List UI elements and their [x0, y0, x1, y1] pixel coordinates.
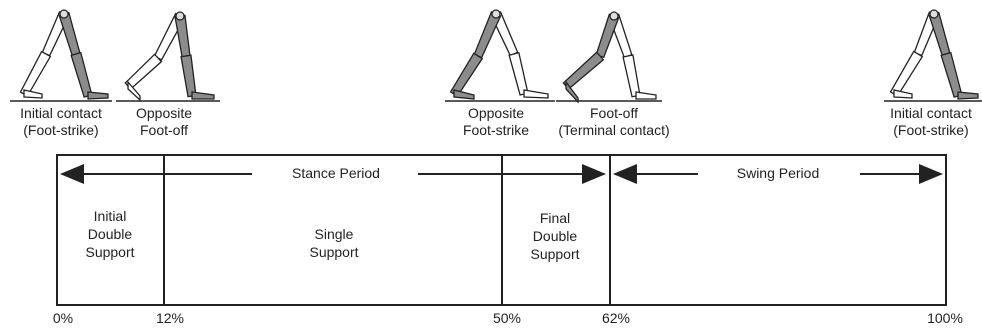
phase-initial-double-support: Initial Double Support	[85, 208, 135, 260]
light-leg-foot	[523, 89, 549, 99]
leg-figure	[19, 9, 109, 100]
light-leg-foot	[893, 89, 913, 99]
light-leg-shank	[124, 53, 163, 90]
dark-leg-foot	[453, 89, 475, 100]
dark-leg-shank	[562, 51, 605, 90]
dark-leg-shank	[70, 51, 93, 98]
light-leg-shank	[508, 51, 529, 96]
hip-joint	[609, 11, 619, 21]
dark-leg-thigh	[58, 11, 81, 56]
percent-label: 100%	[927, 310, 963, 326]
leg-figure	[562, 11, 657, 104]
light-leg-foot	[635, 91, 657, 100]
leg-figure	[449, 9, 549, 100]
percent-label: 50%	[492, 310, 522, 326]
dark-leg-thigh	[928, 11, 951, 56]
hip-joint	[491, 9, 501, 19]
light-leg-shank	[889, 50, 924, 97]
phase-single-support: Single Support	[309, 226, 359, 260]
hip-joint	[59, 9, 69, 19]
hip-joint	[175, 11, 185, 21]
percent-label: 0%	[52, 310, 74, 326]
event-label-opposite-foot-strike: Opposite Foot-strike	[462, 105, 530, 138]
light-leg-shank	[622, 54, 641, 98]
dark-leg-foot	[191, 91, 215, 100]
event-label-initial-contact-end: Initial contact (Foot-strike)	[890, 105, 972, 138]
dark-leg-foot	[87, 91, 109, 100]
dark-leg-thigh	[595, 13, 620, 59]
event-label-initial-contact: Initial contact (Foot-strike)	[20, 105, 102, 138]
light-leg-foot	[127, 80, 141, 102]
dark-leg-shank	[940, 51, 963, 98]
event-label-opposite-foot-off: Opposite Foot-off	[135, 105, 193, 138]
hip-joint	[929, 9, 939, 19]
dark-leg-shank	[180, 54, 197, 98]
event-label-foot-off: Foot-off (Terminal contact)	[558, 105, 670, 138]
light-leg-foot	[23, 89, 43, 99]
dark-leg-foot	[565, 80, 579, 104]
percent-label: 12%	[155, 310, 185, 326]
dark-leg-foot	[957, 91, 979, 100]
dark-leg-thigh	[473, 11, 502, 59]
leg-figure	[124, 11, 215, 102]
light-leg-shank	[19, 50, 52, 97]
percent-label: 62%	[601, 310, 631, 326]
leg-figure	[889, 9, 979, 100]
swing-period-label: Swing Period	[730, 165, 826, 181]
phase-final-double-support: Final Double Support	[530, 210, 580, 262]
dark-leg-thigh	[174, 14, 191, 58]
stance-period-label: Stance Period	[286, 165, 386, 181]
